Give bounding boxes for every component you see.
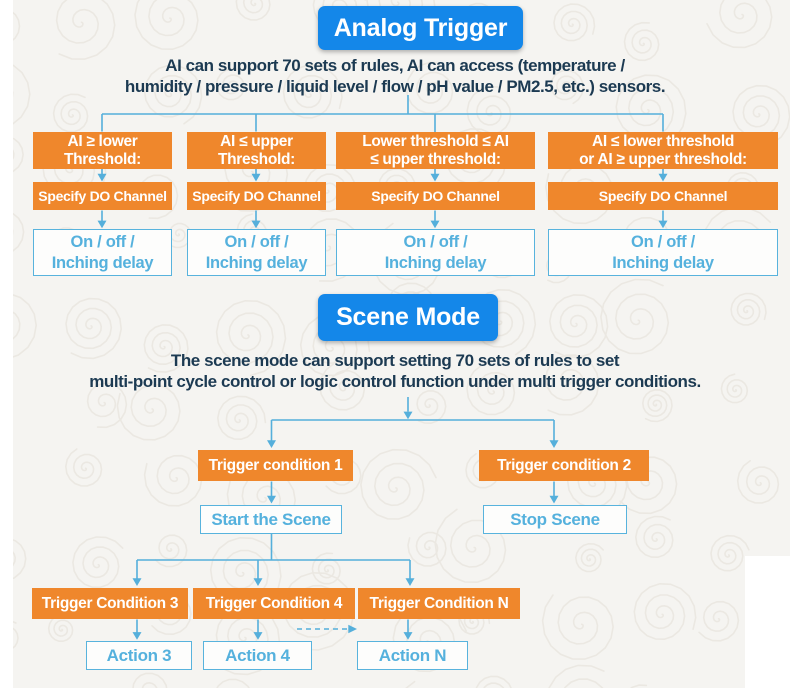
stop-scene-box: Stop Scene xyxy=(483,505,627,534)
scene-mode-title-badge: Scene Mode xyxy=(318,294,498,341)
trigger-condition-3-box: Trigger Condition 3 xyxy=(32,588,188,619)
left-white-margin xyxy=(0,0,13,688)
start-scene-box: Start the Scene xyxy=(200,505,342,534)
trigger-condition-4-box: Trigger Condition 4 xyxy=(193,588,355,619)
delay-action-box-1: On / off / Inching delay xyxy=(33,229,172,276)
condition-box-4: AI ≤ lower threshold or AI ≥ upper thres… xyxy=(548,132,778,169)
analog-trigger-title-badge: Analog Trigger xyxy=(318,6,523,50)
trigger-condition-2-box: Trigger condition 2 xyxy=(479,450,649,481)
do-channel-box-3: Specify DO Channel xyxy=(336,182,535,210)
delay-action-box-2: On / off / Inching delay xyxy=(187,229,326,276)
condition-box-1: AI ≥ lower Threshold: xyxy=(33,132,172,169)
do-channel-box-1: Specify DO Channel xyxy=(33,182,172,210)
action-3-box: Action 3 xyxy=(86,641,192,670)
delay-action-box-4: On / off / Inching delay xyxy=(548,229,778,276)
scene-description: The scene mode can support setting 70 se… xyxy=(89,350,701,392)
condition-box-2: AI ≤ upper Threshold: xyxy=(187,132,326,169)
action-n-box: Action N xyxy=(357,641,468,670)
trigger-condition-n-box: Trigger Condition N xyxy=(358,588,520,619)
do-channel-box-2: Specify DO Channel xyxy=(187,182,326,210)
bottom-right-white-margin xyxy=(745,556,790,688)
trigger-condition-1-box: Trigger condition 1 xyxy=(198,450,353,481)
action-4-box: Action 4 xyxy=(203,641,312,670)
do-channel-box-4: Specify DO Channel xyxy=(548,182,778,210)
analog-description: AI can support 70 sets of rules, AI can … xyxy=(124,55,666,97)
delay-action-box-3: On / off / Inching delay xyxy=(336,229,535,276)
condition-box-3: Lower threshold ≤ AI ≤ upper threshold: xyxy=(336,132,535,169)
